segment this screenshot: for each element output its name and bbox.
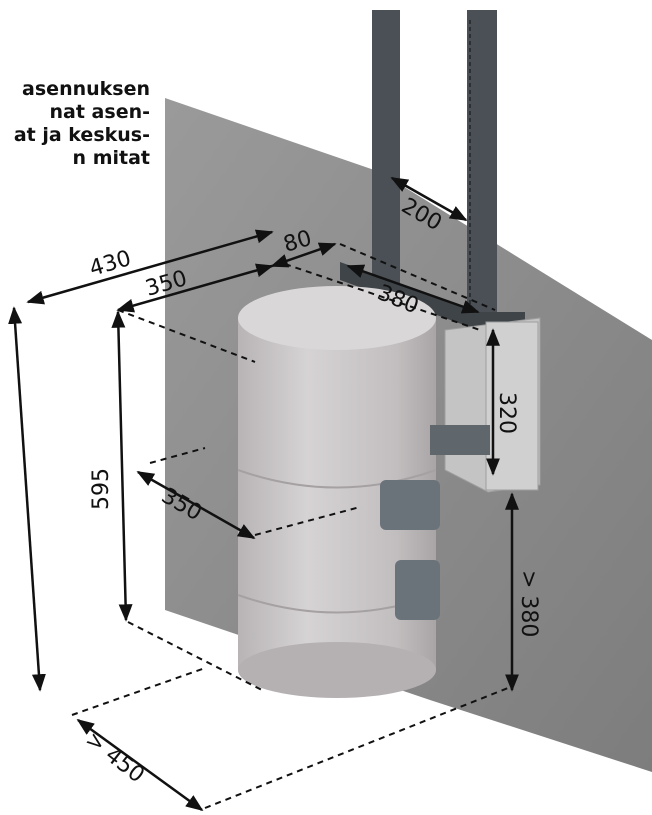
caption-line: n mitat <box>72 147 150 169</box>
rail-right <box>467 10 497 340</box>
arrow-350-top <box>116 263 274 313</box>
arrow-350-bottom <box>136 470 256 540</box>
dim-label-320: 320 <box>494 392 519 434</box>
caption-line: at ja keskus- <box>13 124 150 146</box>
arrow-80 <box>270 242 337 268</box>
dim-label-over-450: > 450 <box>80 727 149 788</box>
dimension-arrows <box>8 176 519 812</box>
dim-label-595: 595 <box>89 468 114 510</box>
caption-line: asennuksen <box>22 78 150 100</box>
upper-clamp <box>380 480 440 530</box>
arrow-380 <box>346 264 480 314</box>
caption-line: nat asen- <box>49 101 150 123</box>
dim-label-430: 430 <box>87 246 134 282</box>
caption: asennuksen nat asen- at ja keskus- n mit… <box>0 78 150 170</box>
arrow-595 <box>111 310 133 622</box>
arrow-over-450 <box>76 718 204 812</box>
arrow-200 <box>390 176 468 222</box>
lower-clamp <box>395 560 440 620</box>
dim-label-over-380: > 380 <box>516 570 541 637</box>
arrow-tall-left <box>8 306 46 692</box>
